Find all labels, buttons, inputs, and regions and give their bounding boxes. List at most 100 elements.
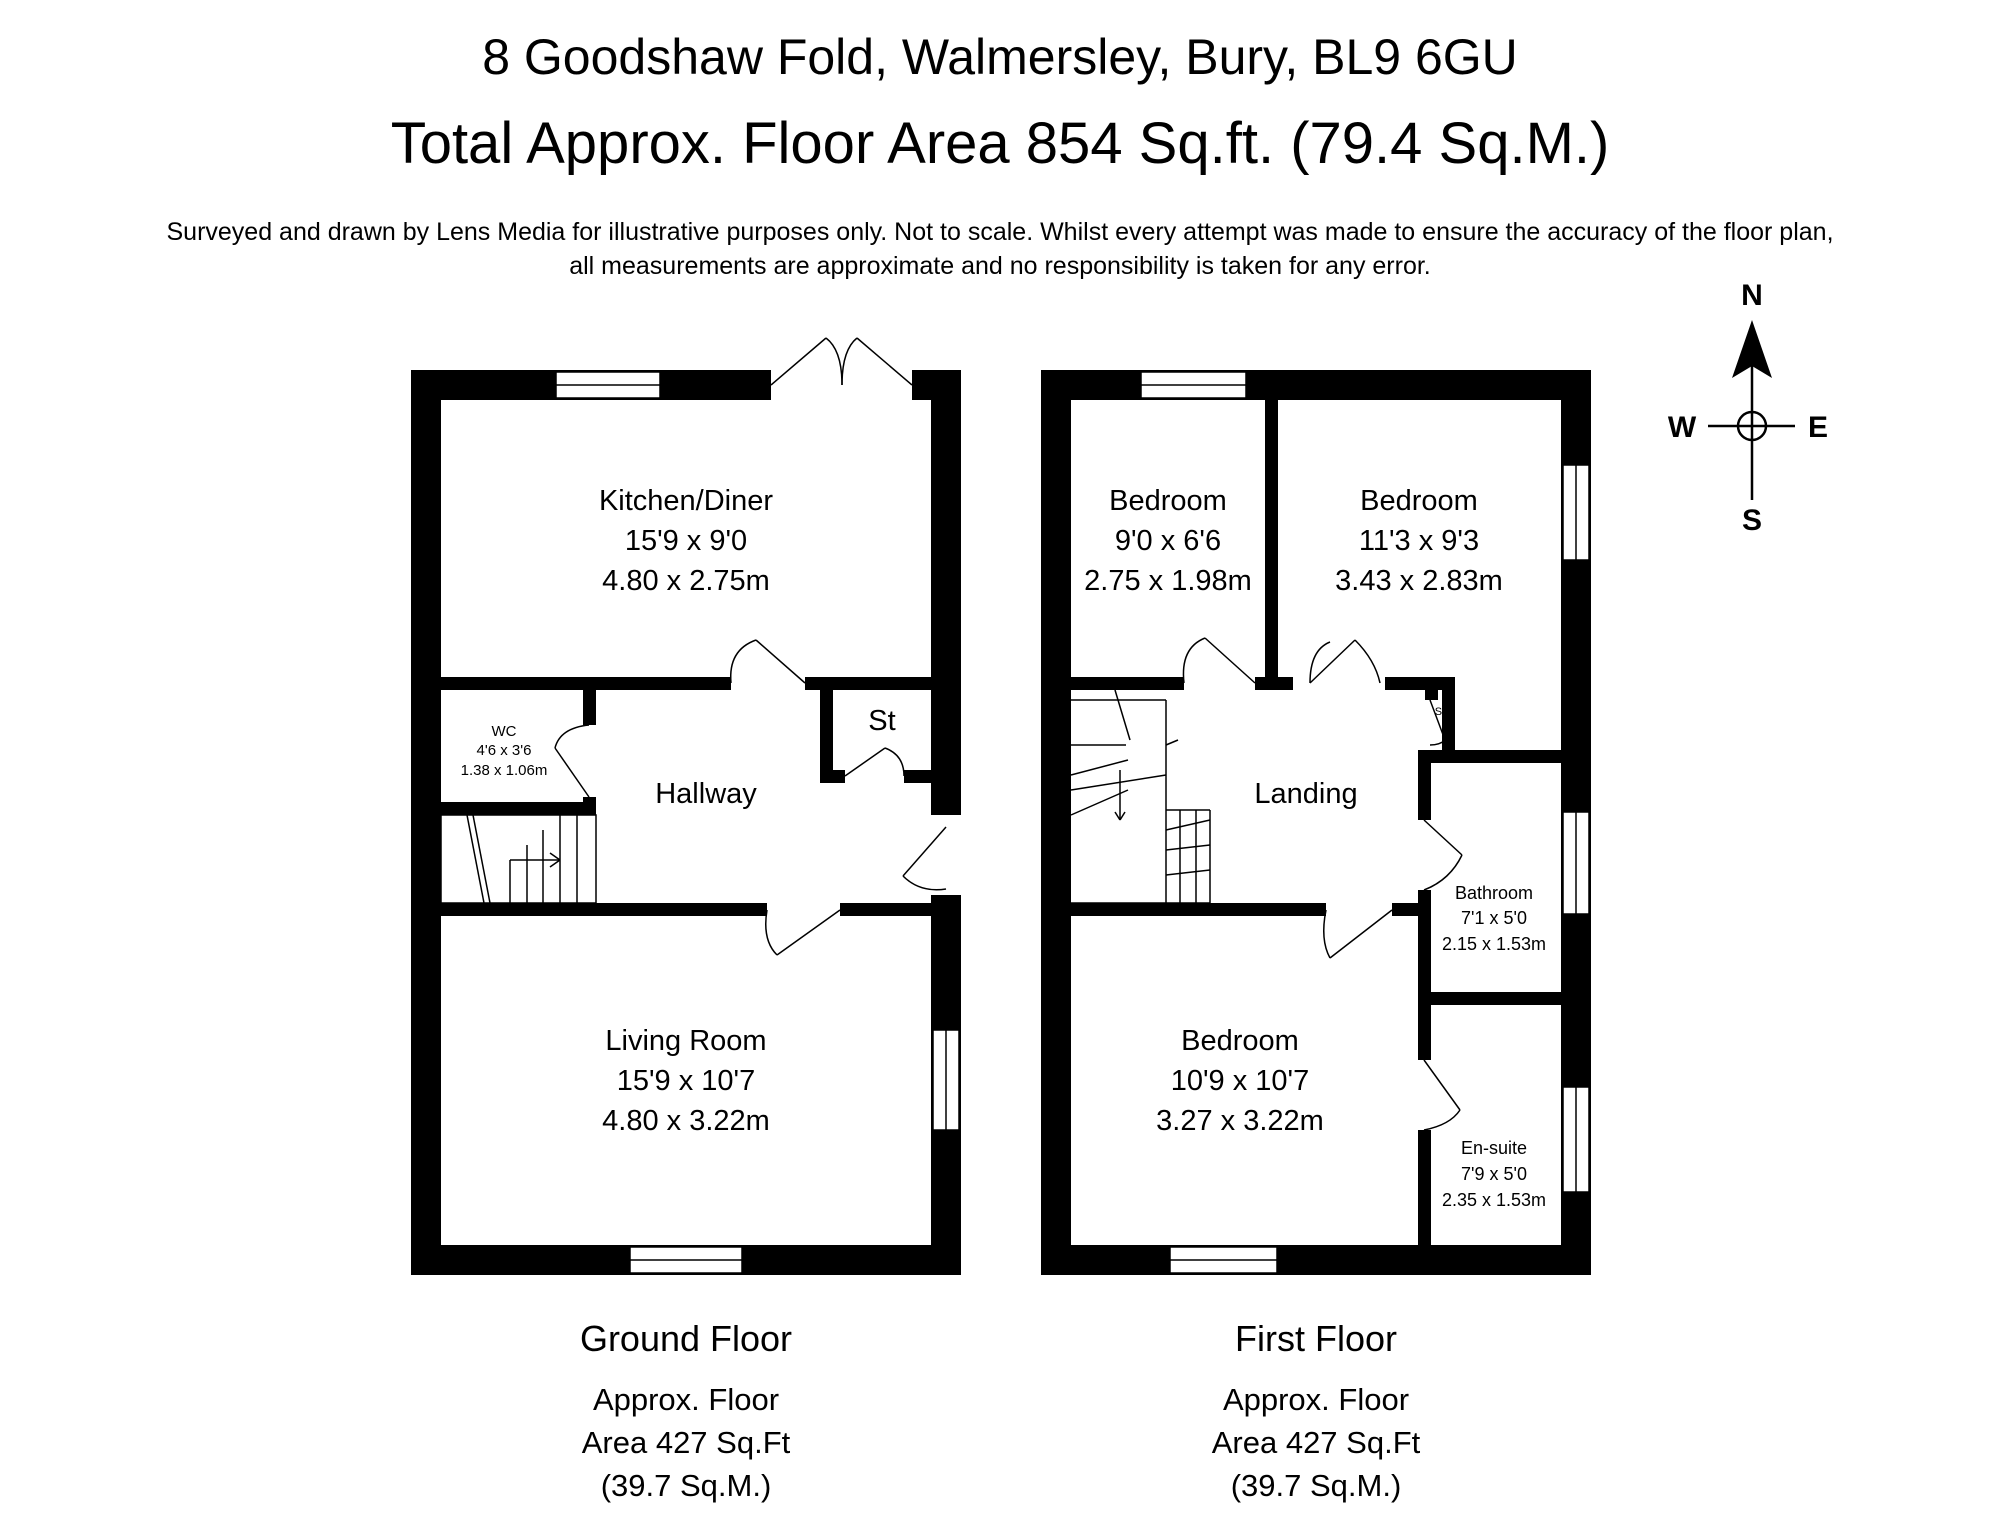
gf-store-label: St xyxy=(868,705,895,737)
compass-n: N xyxy=(1741,279,1763,312)
first-floor-caption: First Floor Approx. Floor Area 427 Sq.Ft… xyxy=(1116,1318,1516,1507)
gf-kitchen-label: Kitchen/Diner 15'9 x 9'0 4.80 x 2.75m xyxy=(599,485,773,597)
ff-bathroom-north-wall xyxy=(1442,750,1567,763)
ground-floor-area-1: Approx. Floor xyxy=(592,1382,780,1417)
ff-bathroom-west-wall-upper xyxy=(1418,750,1431,820)
ff-bathroom-west-wall-lower xyxy=(1418,890,1431,1015)
ff-ensuite-label: En-suite 7'9 x 5'0 2.35 x 1.53m xyxy=(1442,1138,1546,1210)
gf-kitchen-imperial: 15'9 x 9'0 xyxy=(625,525,747,557)
gf-west-wall xyxy=(411,370,441,1275)
ff-bedroom-ne-door xyxy=(1309,639,1381,684)
gf-french-doors xyxy=(770,337,913,386)
gf-living-north-wall-west xyxy=(441,903,767,916)
ff-ensuite-west-wall-lower xyxy=(1418,1130,1431,1250)
ff-ensuite-imperial: 7'9 x 5'0 xyxy=(1461,1164,1527,1184)
ff-bedroom-ne-metric: 3.43 x 2.83m xyxy=(1335,565,1503,597)
ff-bedroom-main-name: Bedroom xyxy=(1181,1025,1299,1057)
gf-wc-south-wall xyxy=(441,802,596,815)
compass-rose: N S W E xyxy=(1668,279,1828,537)
ff-bedroom-small-south-wall-east xyxy=(1255,677,1293,690)
total-floor-area: Total Approx. Floor Area 854 Sq.ft. (79.… xyxy=(390,111,1610,176)
first-floor-area-1: Approx. Floor xyxy=(1222,1382,1410,1417)
ff-bathroom-door xyxy=(1423,819,1463,891)
gf-living-north-wall-east xyxy=(840,903,935,916)
ff-store-door xyxy=(1429,699,1446,746)
gf-kitchen-door xyxy=(729,639,806,684)
ff-stairs xyxy=(1070,689,1211,904)
disclaimer-line-2: all measurements are approximate and no … xyxy=(569,252,1431,280)
ff-ensuite-door xyxy=(1423,1059,1461,1131)
first-floor-area-3: (39.7 Sq.M.) xyxy=(1230,1468,1402,1503)
gf-kitchen-metric: 4.80 x 2.75m xyxy=(602,565,770,597)
gf-east-wall-upper xyxy=(931,370,961,815)
ff-bedroom-main-label: Bedroom 10'9 x 10'7 3.27 x 3.22m xyxy=(1156,1025,1324,1137)
gf-living-door xyxy=(765,909,841,956)
compass-centre xyxy=(1736,410,1768,442)
gf-living-imperial: 15'9 x 10'7 xyxy=(617,1065,755,1097)
gf-store-door xyxy=(844,747,905,777)
ff-bathroom-name: Bathroom xyxy=(1455,883,1533,903)
ff-bedroom-ne-name: Bedroom xyxy=(1360,485,1478,517)
gf-wc-east-wall xyxy=(583,690,596,725)
ff-bedroom-small-name: Bedroom xyxy=(1109,485,1227,517)
gf-front-door xyxy=(902,826,947,891)
ff-landing-label: Landing xyxy=(1254,778,1357,810)
gf-kitchen-name: Kitchen/Diner xyxy=(599,485,773,517)
gf-store-south-wall-east xyxy=(904,770,934,783)
ff-store-east-wall xyxy=(1442,677,1455,757)
ff-bedroom-small-south-wall xyxy=(1071,677,1184,690)
ff-bedroom-ne-label: Bedroom 11'3 x 9'3 3.43 x 2.83m xyxy=(1335,485,1503,597)
gf-living-label: Living Room 15'9 x 10'7 4.80 x 3.22m xyxy=(602,1025,770,1137)
ff-ensuite-metric: 2.35 x 1.53m xyxy=(1442,1190,1546,1210)
north-arrow-icon xyxy=(1732,320,1772,378)
ff-bedroom-small-metric: 2.75 x 1.98m xyxy=(1084,565,1252,597)
ff-bathroom-imperial: 7'1 x 5'0 xyxy=(1461,908,1527,928)
ff-bedroom-main-imperial: 10'9 x 10'7 xyxy=(1171,1065,1309,1097)
gf-kitchen-south-wall-west xyxy=(441,677,731,690)
ff-bedroom-small-label: Bedroom 9'0 x 6'6 2.75 x 1.98m xyxy=(1084,485,1252,597)
ground-floor-area-2: Area 427 Sq.Ft xyxy=(581,1425,791,1460)
gf-store-south-wall-west xyxy=(820,770,845,783)
ff-bedroom-small-imperial: 9'0 x 6'6 xyxy=(1115,525,1221,557)
gf-kitchen-south-wall-east xyxy=(805,677,935,690)
gf-wc-metric: 1.38 x 1.06m xyxy=(461,762,548,779)
first-floor-plan xyxy=(1041,370,1591,1275)
ff-west-wall xyxy=(1041,370,1071,1275)
property-address: 8 Goodshaw Fold, Walmersley, Bury, BL9 6… xyxy=(482,29,1518,85)
ff-bedroom-main-metric: 3.27 x 3.22m xyxy=(1156,1105,1324,1137)
ff-bedroom-main-door xyxy=(1323,909,1393,959)
gf-wc-imperial: 4'6 x 3'6 xyxy=(477,742,532,759)
ff-store-label: St xyxy=(1435,706,1445,718)
compass-s: S xyxy=(1742,504,1762,537)
ff-bedroom-small-door xyxy=(1182,637,1256,684)
gf-wc-door xyxy=(554,724,590,798)
ff-bedroom-ne-imperial: 11'3 x 9'3 xyxy=(1359,525,1479,557)
ff-ensuite-name: En-suite xyxy=(1461,1138,1527,1158)
ff-store-stub xyxy=(1425,690,1438,700)
first-floor-area-2: Area 427 Sq.Ft xyxy=(1211,1425,1421,1460)
gf-stairs xyxy=(440,814,597,904)
ff-bathroom-wall-stub xyxy=(1392,903,1422,916)
ff-north-wall xyxy=(1041,370,1591,400)
ground-floor-plan xyxy=(411,337,961,1275)
gf-living-metric: 4.80 x 3.22m xyxy=(602,1105,770,1137)
ff-bathroom-metric: 2.15 x 1.53m xyxy=(1442,934,1546,954)
ff-bathroom-south-wall xyxy=(1418,992,1568,1005)
ff-ensuite-west-wall-upper xyxy=(1418,1005,1431,1060)
ff-bedroom-partition xyxy=(1265,400,1278,690)
first-floor-name: First Floor xyxy=(1235,1318,1397,1359)
ff-store-north-wall xyxy=(1385,677,1455,690)
ff-bathroom-label: Bathroom 7'1 x 5'0 2.15 x 1.53m xyxy=(1442,883,1546,954)
ground-floor-name: Ground Floor xyxy=(579,1318,793,1359)
gf-wc-name: WC xyxy=(492,723,517,740)
disclaimer-line-1: Surveyed and drawn by Lens Media for ill… xyxy=(166,218,1834,246)
compass-w: W xyxy=(1668,411,1697,444)
compass-e: E xyxy=(1808,411,1828,444)
gf-store-west-wall xyxy=(820,690,833,780)
gf-hallway-label: Hallway xyxy=(655,778,757,810)
gf-living-name: Living Room xyxy=(605,1025,766,1057)
gf-wc-label: WC 4'6 x 3'6 1.38 x 1.06m xyxy=(461,723,548,779)
ground-floor-area-3: (39.7 Sq.M.) xyxy=(600,1468,772,1503)
ff-bedroom-main-north-wall xyxy=(1071,903,1326,916)
